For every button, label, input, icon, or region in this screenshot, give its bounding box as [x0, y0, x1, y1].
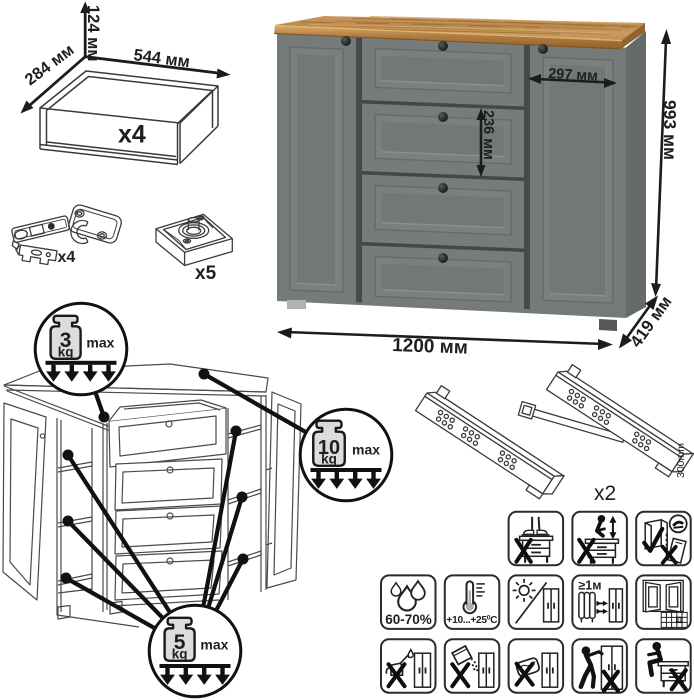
svg-text:kg: kg: [58, 345, 74, 360]
svg-text:kg: kg: [172, 647, 188, 662]
svg-text:1200 мм: 1200 мм: [392, 335, 468, 359]
svg-text:≥1м: ≥1м: [578, 578, 601, 592]
svg-text:10: 10: [318, 437, 340, 459]
svg-text:x4: x4: [118, 121, 146, 149]
svg-text:124 мм: 124 мм: [84, 5, 102, 62]
svg-text:+10...+250С: +10...+250С: [446, 615, 498, 626]
svg-text:236 мм: 236 мм: [480, 110, 496, 160]
svg-text:5: 5: [174, 631, 186, 654]
svg-text:max: max: [86, 335, 114, 351]
svg-text:x2: x2: [594, 482, 616, 505]
svg-text:60-70%: 60-70%: [385, 612, 432, 627]
svg-text:x4: x4: [58, 249, 76, 266]
svg-text:300mm: 300mm: [675, 443, 687, 478]
svg-text:3: 3: [60, 329, 72, 352]
svg-text:max: max: [200, 637, 228, 653]
svg-text:297 мм: 297 мм: [548, 66, 598, 85]
svg-text:993 мм: 993 мм: [660, 100, 680, 160]
svg-text:kg: kg: [321, 452, 337, 467]
svg-text:21: 21: [677, 618, 683, 623]
svg-text:x5: x5: [195, 263, 217, 284]
svg-text:max: max: [352, 442, 380, 458]
